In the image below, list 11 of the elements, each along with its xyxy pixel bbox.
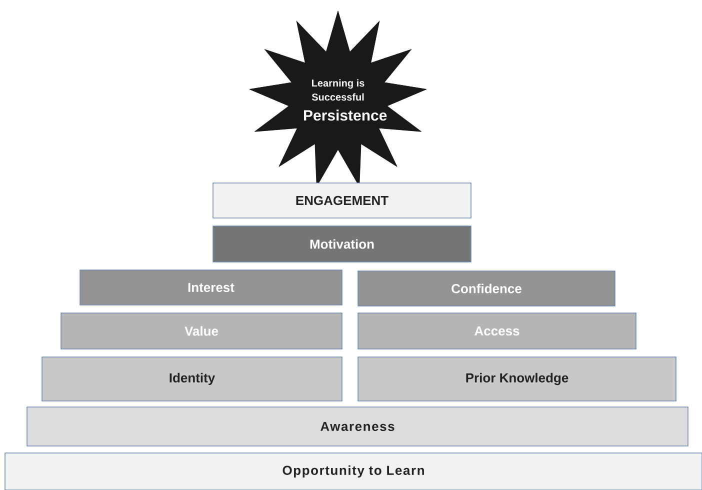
level-box: Value <box>60 312 342 350</box>
base-band: Opportunity to Learn <box>4 452 702 490</box>
level-box: Access <box>358 312 636 350</box>
level-box: Confidence <box>358 270 616 306</box>
level-box: Interest <box>80 270 342 306</box>
level-box: ENGAGEMENT <box>212 182 472 218</box>
starburst: Learning is Successful Persistence <box>249 10 427 187</box>
level-box: Prior Knowledge <box>358 356 676 402</box>
base-band: Awareness <box>26 406 688 446</box>
level-box: Identity <box>42 356 342 402</box>
level-box: Motivation <box>212 226 472 262</box>
